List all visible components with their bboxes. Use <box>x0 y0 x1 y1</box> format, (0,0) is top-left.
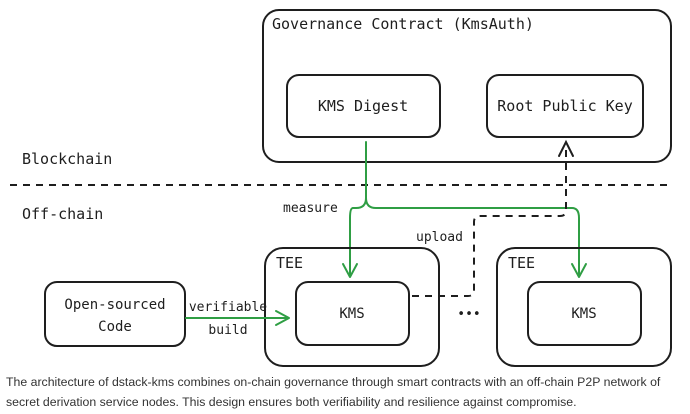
architecture-diagram: Governance Contract (KmsAuth) KMS Digest… <box>10 9 672 367</box>
kms-digest-label: KMS Digest <box>318 97 408 115</box>
kms-right-label: KMS <box>571 306 596 322</box>
governance-contract-title: Governance Contract (KmsAuth) <box>272 15 534 33</box>
governance-contract-box <box>262 9 672 163</box>
kms-left-box <box>295 281 410 346</box>
measure-label: measure <box>283 201 338 216</box>
tee-right-box <box>496 247 672 367</box>
measure-arrowhead-left <box>342 263 358 278</box>
tee-left-box <box>264 247 440 367</box>
source-code-box <box>44 281 186 347</box>
offchain-label: Off-chain <box>22 205 103 223</box>
measure-arrowhead-right <box>571 263 587 278</box>
upload-arrow <box>412 146 567 297</box>
more-nodes-ellipsis: ••• <box>457 307 480 322</box>
upload-label: upload <box>416 230 463 245</box>
root-public-key-label: Root Public Key <box>497 97 632 115</box>
measure-arrow-left <box>349 141 367 277</box>
tee-left-label: TEE <box>276 254 303 272</box>
verifiable-label: verifiable <box>189 300 267 315</box>
kms-digest-box <box>286 74 441 138</box>
kms-right-box <box>527 281 642 346</box>
upload-arrowhead <box>558 139 574 157</box>
blockchain-label: Blockchain <box>22 150 112 168</box>
measure-arrow-right <box>365 197 580 277</box>
figure-caption: The architecture of dstack-kms combines … <box>6 375 661 409</box>
build-label: build <box>208 323 247 338</box>
source-code-line1: Open-sourced <box>64 297 165 313</box>
kms-left-label: KMS <box>339 306 364 322</box>
source-code-line2: Code <box>98 319 132 335</box>
tee-right-label: TEE <box>508 254 535 272</box>
root-public-key-box <box>486 74 644 138</box>
verifiable-build-arrowhead <box>275 310 290 326</box>
